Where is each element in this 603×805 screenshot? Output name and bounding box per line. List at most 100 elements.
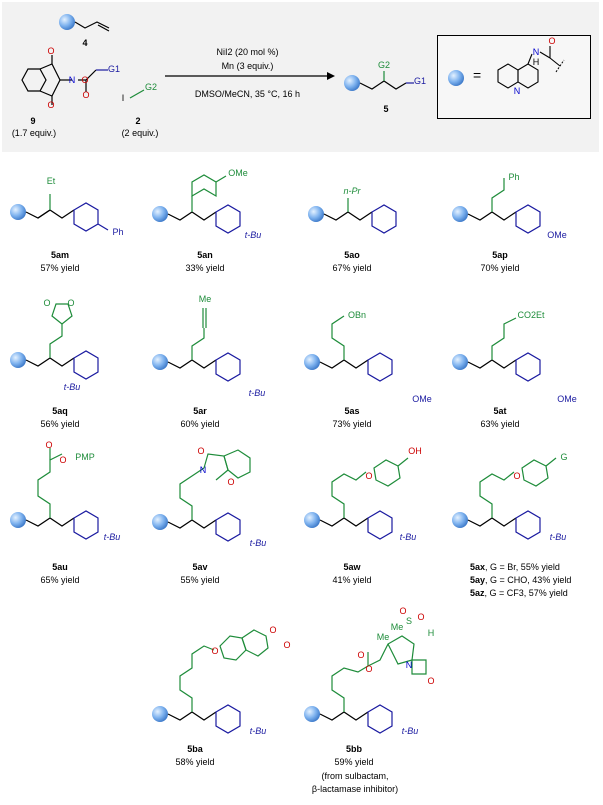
product-5-id: 5 (383, 104, 389, 114)
yield-5ar: 60% yield (180, 419, 220, 429)
sub-5an-ome: OMe (228, 168, 248, 178)
sub-5ap-ome: OMe (547, 230, 567, 240)
yield-5au: 65% yield (40, 575, 80, 585)
note-5bb-source: (from sulbactam, (321, 771, 389, 781)
structure-5bb (304, 635, 427, 734)
yield-5as: 73% yield (332, 419, 372, 429)
legend-sphere-icon (448, 70, 464, 86)
structure-5au (10, 448, 99, 540)
sphere-icon (452, 512, 468, 528)
sphere-icon (152, 206, 168, 222)
reagent-2-id: 2 (135, 116, 141, 126)
structure-5ar (152, 308, 241, 382)
sub-5aq-tbu: t-Bu (63, 382, 81, 392)
structure-5an (152, 174, 241, 234)
product-5-g2: G2 (377, 60, 390, 70)
id-5aq: 5aq (52, 406, 68, 416)
condition-reductant: Mn (3 equiv.) (221, 61, 274, 71)
yield-5at: 63% yield (480, 419, 520, 429)
reagent-9-id: 9 (30, 116, 36, 126)
sphere-icon (152, 514, 168, 530)
sub-5ar-tbu: t-Bu (248, 388, 266, 398)
product-5-g1: G1 (413, 76, 426, 86)
id-5bb: 5bb (345, 744, 362, 754)
reagent-4-structure (59, 14, 110, 32)
sub-5bb-me2: Me (390, 622, 404, 632)
sub-5ap-ph: Ph (508, 172, 520, 182)
reagent-9-o-link: O (81, 75, 89, 85)
entry-5ax: 5ax, G = Br, 55% yield (470, 562, 560, 572)
reagent-2-iodine: I (121, 93, 125, 103)
sphere-icon (152, 354, 168, 370)
note-5bb-activity: β-lactamase inhibitor) (311, 784, 399, 794)
sphere-icon (304, 354, 320, 370)
reagent-9-o-carbonyl: O (82, 90, 90, 100)
sphere-icon (452, 206, 468, 222)
sub-5au-o1: O (45, 440, 53, 450)
condition-catalyst: NiI2 (20 mol %) (216, 47, 279, 57)
sub-5aq-o1: O (43, 298, 51, 308)
sphere-icon (10, 512, 26, 528)
sub-5ba-tbu: t-Bu (249, 726, 267, 736)
sub-5bb-lactam-o: O (427, 676, 435, 686)
product-5-structure (344, 71, 414, 91)
entry-5az: 5az, G = CF3, 57% yield (470, 588, 568, 598)
id-5aw: 5aw (343, 562, 361, 572)
legend-equals: = (473, 67, 482, 83)
sphere-icon (304, 512, 320, 528)
structure-5aq (10, 303, 99, 380)
sub-5ao-npr: n-Pr (343, 186, 361, 196)
id-5au: 5au (52, 562, 68, 572)
sub-5bb-me1: Me (376, 632, 390, 642)
sub-5bb-o1: O (357, 650, 365, 660)
structure-5at (452, 317, 541, 382)
reaction-arrow (165, 72, 335, 80)
sub-5aq-o2: O (67, 298, 75, 308)
id-5av: 5av (192, 562, 208, 572)
sub-5bb-so2: O (417, 612, 425, 622)
sub-5bb-o2: O (365, 664, 373, 674)
yield-5am: 57% yield (40, 263, 80, 273)
sub-5bb-so1: O (399, 606, 407, 616)
structure-5as (304, 315, 393, 382)
sphere-icon (10, 204, 26, 220)
structure-5ax (452, 457, 557, 540)
id-5ar: 5ar (193, 406, 207, 416)
structure-5ap (452, 178, 541, 234)
sub-5as-obn: OBn (347, 310, 366, 320)
sphere-icon (308, 206, 324, 222)
id-5at: 5at (493, 406, 507, 416)
sphere-icon (452, 354, 468, 370)
sub-5av-tbu: t-Bu (249, 538, 267, 548)
yield-5bb: 59% yield (334, 757, 374, 767)
yield-5ap: 70% yield (480, 263, 520, 273)
sub-5ar-me: Me (198, 294, 212, 304)
sub-5au-o2: O (59, 455, 67, 465)
sub-5am-ph: Ph (112, 227, 124, 237)
reagent-9-n: N (68, 75, 76, 85)
id-5an: 5an (197, 250, 213, 260)
legend-quinoline-n: N (513, 86, 521, 96)
sphere-icon (304, 706, 320, 722)
sub-5av-n: N (199, 465, 207, 475)
id-5ap: 5ap (492, 250, 508, 260)
sub-5am-et: Et (46, 176, 56, 186)
structure-5ba (152, 629, 269, 734)
reagent-9-o-top: O (47, 46, 55, 56)
reagent-4-id: 4 (82, 38, 88, 48)
sub-5at-co2et: CO2Et (517, 310, 545, 320)
sphere-icon (59, 14, 75, 30)
sub-5ax-o: O (513, 471, 521, 481)
id-5am: 5am (50, 250, 69, 260)
reagent-9-equiv: (1.7 equiv.) (11, 128, 57, 138)
yield-5aw: 41% yield (332, 575, 372, 585)
sphere-icon (344, 75, 360, 91)
structure-5ao (308, 198, 397, 234)
sub-5av-o2: O (227, 477, 235, 487)
condition-solvent: DMSO/MeCN, 35 °C, 16 h (194, 89, 301, 99)
yield-5av: 55% yield (180, 575, 220, 585)
sub-5ax-tbu: t-Bu (549, 532, 567, 542)
sub-5av-o1: O (197, 446, 205, 456)
sub-5ba-o1: O (211, 646, 219, 656)
